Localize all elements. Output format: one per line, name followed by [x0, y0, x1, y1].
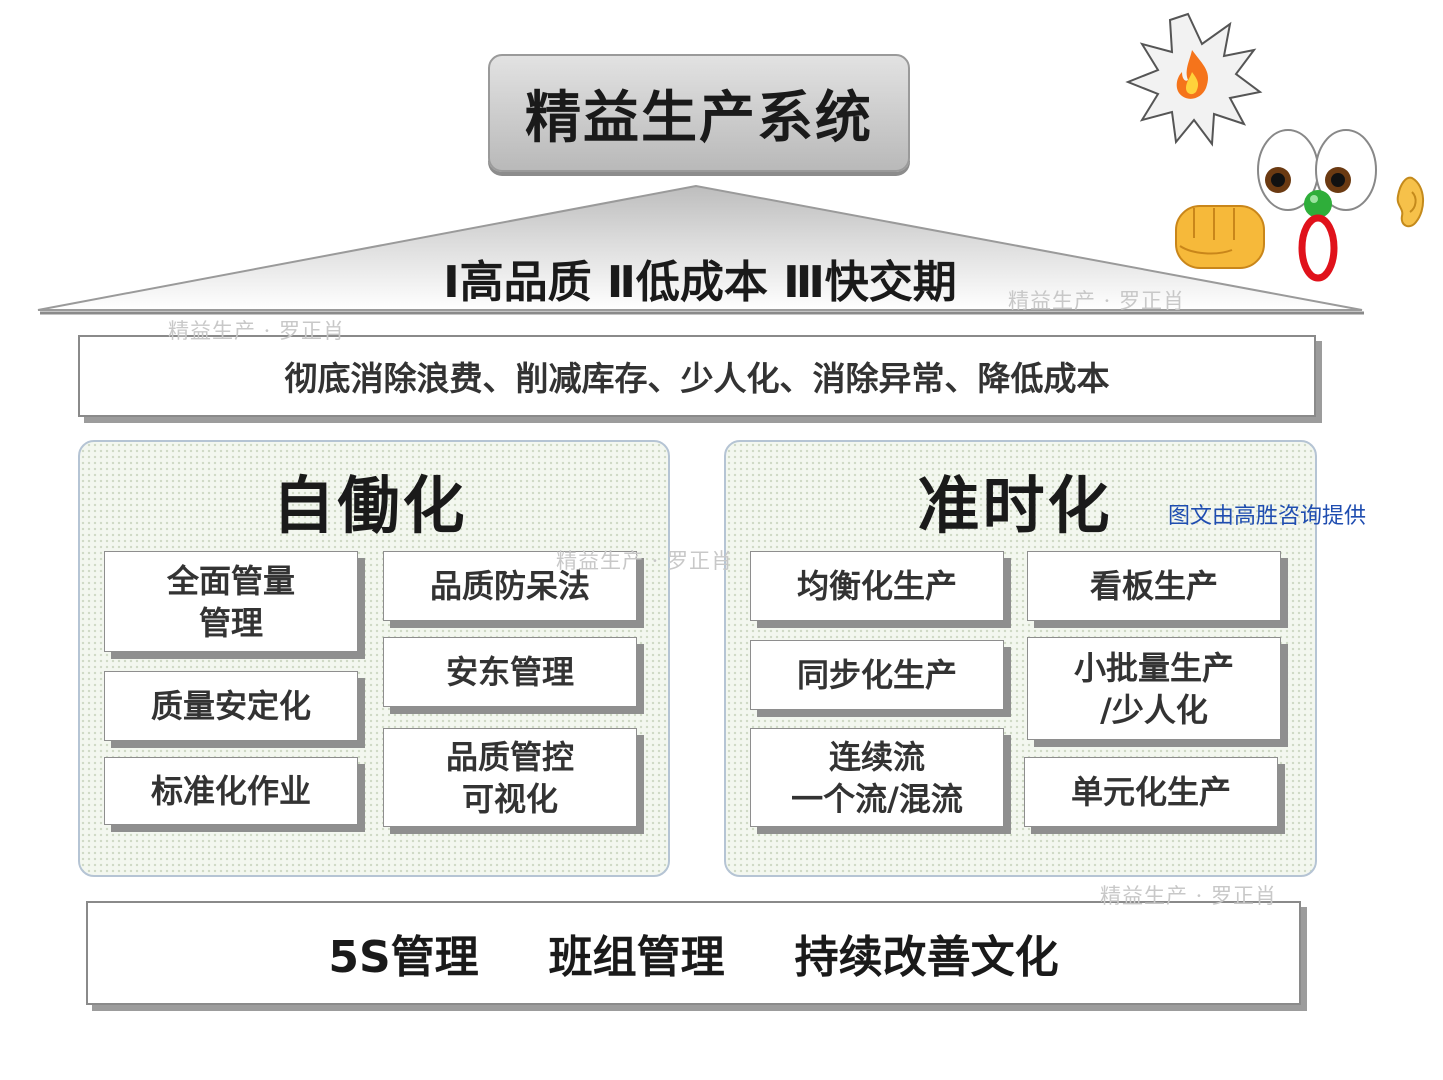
goal-band: 彻底消除浪费、削减库存、少人化、消除异常、降低成本 [78, 335, 1316, 417]
watermark: 精益生产 · 罗正肖 [556, 549, 734, 573]
foundation-item-team: 班组管理 [548, 932, 725, 983]
roof-shape [37, 184, 1364, 315]
page-title: 精益生产系统 [488, 54, 910, 172]
foundation: 5S管理 班组管理 持续改善文化 [86, 901, 1301, 1005]
cell-continuous-flow: 连续流 一个流/混流 [750, 728, 1004, 827]
cell-small-batch: 小批量生产 /少人化 [1027, 637, 1281, 740]
watermark: 精益生产 · 罗正肖 [168, 319, 346, 343]
provider-note: 图文由高胜咨询提供 [1168, 504, 1367, 529]
cell-quality-visualization: 品质管控 可视化 [383, 728, 637, 827]
pillar-jidoka-title: 自働化 [272, 469, 468, 542]
eyes-icon [1257, 129, 1377, 211]
ear-icon [1396, 176, 1424, 228]
cell-quality-stabilization: 质量安定化 [104, 671, 358, 741]
pillar-jit-title: 准时化 [917, 469, 1113, 542]
watermark: 精益生产 · 罗正肖 [1100, 884, 1278, 908]
cell-heijunka: 均衡化生产 [750, 551, 1004, 621]
explosion-fire-icon [1125, 12, 1263, 147]
cell-synchronized-production: 同步化生产 [750, 640, 1004, 710]
cell-total-quality: 全面管量 管理 [104, 551, 358, 652]
nose-icon [1304, 190, 1332, 218]
mouth-icon [1298, 214, 1338, 282]
decoration-group [1125, 12, 1424, 282]
roof-goals: Ⅰ高品质 Ⅱ低成本 Ⅲ快交期 [443, 257, 957, 308]
cell-kanban: 看板生产 [1027, 551, 1281, 621]
watermark: 精益生产 · 罗正肖 [1008, 289, 1186, 313]
cell-andon: 安东管理 [383, 637, 637, 707]
foundation-item-kaizen: 持续改善文化 [794, 932, 1059, 983]
fist-icon [1175, 205, 1265, 269]
cell-cell-production: 单元化生产 [1024, 757, 1278, 827]
cell-standard-work: 标准化作业 [104, 757, 358, 825]
foundation-item-5s: 5S管理 [328, 932, 479, 983]
cell-poka-yoke: 品质防呆法 [383, 551, 637, 621]
